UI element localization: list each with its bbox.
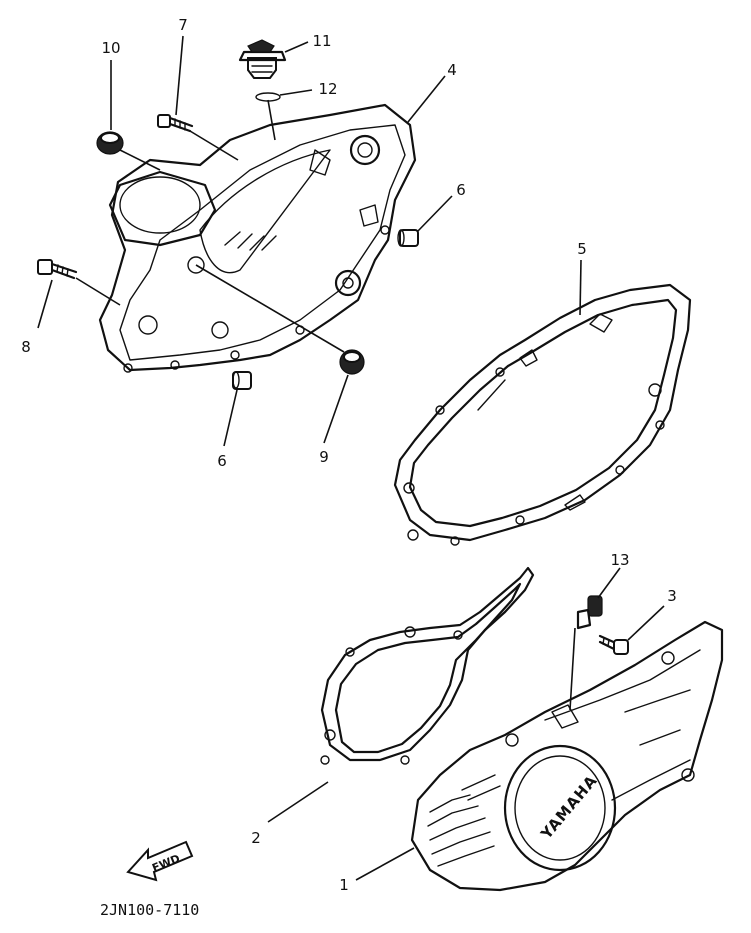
callout-3: 3 <box>667 587 677 605</box>
leader-8 <box>37 279 53 329</box>
callout-11: 11 <box>312 32 331 50</box>
callout-2: 2 <box>251 829 261 847</box>
leader-6-right <box>416 195 453 233</box>
leader-9b <box>195 264 345 353</box>
leader-2 <box>267 781 329 823</box>
leader-12 <box>279 89 313 96</box>
leader-7b <box>189 130 239 161</box>
bolt-part-7 <box>157 114 194 133</box>
callout-7: 7 <box>178 16 188 34</box>
clamp-part-13 <box>576 595 603 630</box>
side-cover-part-1: YAMAHA <box>410 620 724 892</box>
leader-13 <box>597 567 621 599</box>
leader-lines <box>37 35 665 881</box>
callout-10: 10 <box>101 39 120 57</box>
callout-4: 4 <box>447 61 457 79</box>
dowel-part-6-right <box>397 229 419 247</box>
forward-direction-arrow: FWD <box>126 840 194 882</box>
bolt-part-8 <box>37 259 78 280</box>
callout-12: 12 <box>318 80 337 98</box>
leader-8b <box>75 277 121 306</box>
leader-13b <box>569 627 576 711</box>
dowel-part-6-left <box>232 371 252 390</box>
o-ring-part-12 <box>255 92 281 102</box>
callout-8: 8 <box>21 338 31 356</box>
leader-6-left <box>223 389 238 447</box>
leader-1 <box>355 847 415 881</box>
gasket-part-5 <box>393 283 692 546</box>
callout-13: 13 <box>610 551 629 569</box>
leader-10b <box>119 149 161 171</box>
callout-1: 1 <box>339 876 349 894</box>
screw-part-3 <box>598 634 629 655</box>
callout-9: 9 <box>319 448 329 466</box>
crankcase-cover-part-4 <box>98 103 417 373</box>
filler-plug-part-11 <box>238 39 287 79</box>
gasket-part-2 <box>320 566 535 765</box>
leader-4 <box>407 75 446 123</box>
oil-seal-part-9 <box>339 349 365 375</box>
leader-7 <box>175 35 184 116</box>
callout-numbers: 1 2 3 4 5 6 6 7 8 9 10 11 12 13 <box>21 16 677 894</box>
leader-3 <box>627 605 665 641</box>
callout-6-left: 6 <box>217 452 227 470</box>
leader-5 <box>579 259 582 316</box>
diagram-code: 2JN100-7110 <box>100 901 199 919</box>
callout-6-right: 6 <box>456 181 466 199</box>
plug-part-10 <box>96 131 124 155</box>
leader-12b <box>267 99 276 141</box>
yamaha-brand-label: YAMAHA <box>537 771 601 843</box>
callout-5: 5 <box>577 240 587 258</box>
leader-9 <box>323 374 349 444</box>
leader-11 <box>284 41 309 53</box>
